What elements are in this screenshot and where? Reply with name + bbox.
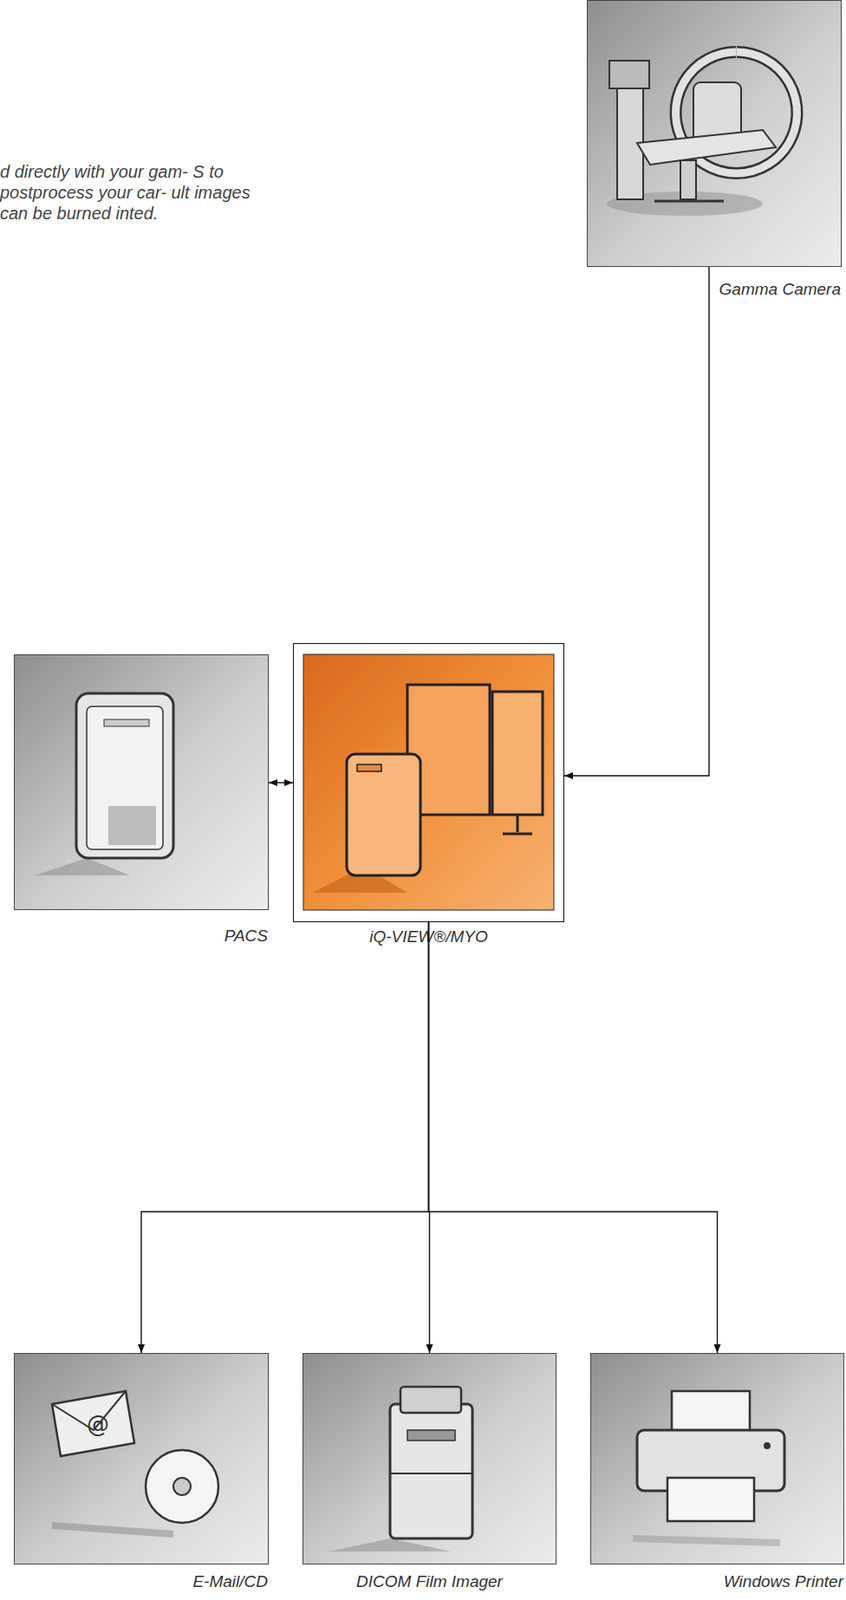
cd-hole: [173, 1477, 191, 1496]
node-label: E-Mail/CD: [192, 1572, 268, 1592]
console-column: [617, 82, 644, 200]
drive-slot: [104, 719, 150, 727]
email-cd-illustration: @: [13, 1353, 269, 1565]
imager-top: [400, 1386, 462, 1413]
gamma-camera-box: Gamma Camera: [586, 0, 842, 267]
panel-background: [586, 0, 842, 267]
node-label: DICOM Film Imager: [356, 1572, 503, 1592]
cd-disc: [145, 1450, 219, 1523]
panel-background: [13, 1353, 269, 1565]
shadow: [52, 1525, 174, 1535]
gamma-camera-illustration: [586, 0, 842, 267]
shadow: [34, 858, 131, 876]
hatching: [108, 806, 157, 846]
printer-box: Windows Printer: [590, 1353, 845, 1565]
film-imager-box: DICOM Film Imager: [302, 1353, 557, 1565]
node-label: iQ-VIEW®/MYO: [369, 927, 488, 947]
connector-arrow: [564, 266, 710, 776]
power-light: [763, 1442, 771, 1450]
imager-body: [390, 1404, 473, 1539]
connector-arrow: [429, 922, 430, 1354]
connector-arrow: [268, 781, 293, 783]
panel-background: [303, 654, 554, 911]
drive-slot: [357, 764, 382, 772]
server-tower: [76, 693, 174, 859]
node-label: Windows Printer: [723, 1572, 844, 1592]
description-note: d directly with your gam- S to postproce…: [0, 161, 261, 224]
workstation-tower: [346, 754, 421, 876]
monitor-stand: [502, 814, 533, 834]
panel-background: [13, 654, 269, 911]
paper-in: [671, 1391, 750, 1435]
connector-arrow: [141, 922, 430, 1354]
patient-table: [637, 130, 776, 165]
workstation-box: iQ-VIEW®/MYO: [292, 643, 565, 923]
pacs-illustration: [13, 654, 269, 911]
printer-illustration: [590, 1353, 845, 1565]
envelope: [52, 1391, 135, 1457]
console-screen: [609, 60, 650, 89]
connector-arrow: [429, 922, 718, 1354]
shadow: [329, 1538, 451, 1552]
panel-line: [390, 1472, 473, 1475]
table-foot: [654, 200, 724, 203]
tower-front: [86, 706, 163, 850]
node-label: Gamma Camera: [719, 279, 841, 300]
panel-background: [590, 1353, 845, 1565]
email-cd-box: E-Mail/CD: [13, 1353, 269, 1565]
film-imager-illustration: [302, 1353, 557, 1565]
paper-out: [667, 1477, 755, 1522]
panel-background: [302, 1353, 557, 1565]
workstation-illustration: [303, 654, 554, 911]
node-label: PACS: [224, 926, 268, 946]
film-slot: [407, 1430, 456, 1441]
pacs-box: PACS: [13, 654, 269, 911]
table-leg: [680, 160, 697, 200]
shadow: [632, 1538, 781, 1543]
at-sign-symbol: @: [86, 1411, 110, 1438]
right-monitor: [492, 691, 543, 815]
